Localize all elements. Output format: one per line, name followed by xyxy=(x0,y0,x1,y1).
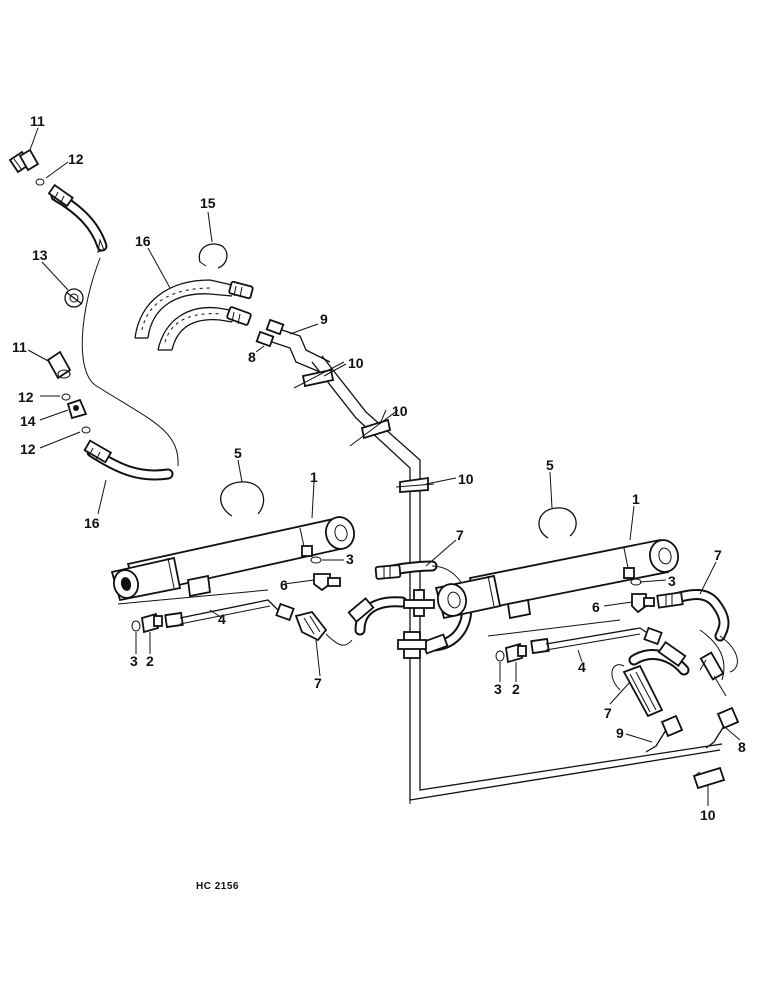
hose-16-upper xyxy=(134,279,254,351)
callout-9: 9 xyxy=(320,311,328,327)
figure-reference: HC 2156 xyxy=(196,881,239,892)
callout-4: 4 xyxy=(578,659,586,675)
callout-3: 3 xyxy=(494,681,502,697)
hose-7-right-lower xyxy=(611,664,664,718)
o-ring-3-left-lower xyxy=(131,620,141,632)
connector-2-left xyxy=(140,612,163,634)
callout-1: 1 xyxy=(632,491,640,507)
callout-16: 16 xyxy=(135,233,151,249)
callout-10: 10 xyxy=(458,471,474,487)
o-ring-12-top xyxy=(35,178,45,186)
callout-labels: 11 12 15 16 13 9 8 10 11 12 14 12 10 10 … xyxy=(12,113,746,823)
hose-16-lower xyxy=(83,439,174,481)
mount-plate-right xyxy=(487,619,621,637)
fitting-14 xyxy=(66,398,88,420)
hydraulic-cylinder-1-left xyxy=(110,516,355,602)
snap-ring-5-right xyxy=(538,507,577,539)
o-ring-3-left-upper xyxy=(310,556,322,564)
callout-7: 7 xyxy=(314,675,322,691)
callout-13: 13 xyxy=(32,247,48,263)
o-ring-3-right-lower xyxy=(495,650,505,662)
callout-8: 8 xyxy=(738,739,746,755)
tube-fittings-8-9-upper xyxy=(255,318,331,373)
callout-5: 5 xyxy=(234,445,242,461)
callout-11: 11 xyxy=(12,339,27,355)
callout-10: 10 xyxy=(700,807,716,823)
hose-top-left xyxy=(47,183,108,253)
steel-line-main xyxy=(293,355,723,806)
tube-fitting-8-right xyxy=(705,706,740,749)
callout-12: 12 xyxy=(68,151,84,167)
callout-12: 12 xyxy=(18,389,34,405)
mount-plate-left xyxy=(117,589,269,605)
hose-7-right-upper xyxy=(656,589,738,681)
callout-10: 10 xyxy=(392,403,408,419)
callout-9: 9 xyxy=(616,725,624,741)
elbow-6-left xyxy=(313,573,341,592)
tube-fitting-9-right xyxy=(645,714,684,753)
callout-6: 6 xyxy=(592,599,600,615)
o-ring-3-right-upper xyxy=(630,578,642,586)
fitting-11-middle xyxy=(46,350,72,380)
callout-6: 6 xyxy=(280,577,288,593)
fitting-11-top xyxy=(8,148,40,174)
callout-1: 1 xyxy=(310,469,318,485)
clamp-15 xyxy=(198,243,228,269)
callout-7: 7 xyxy=(604,705,612,721)
hydraulic-cylinder-1-right xyxy=(434,538,679,620)
hose-7-center xyxy=(374,560,463,585)
callout-16: 16 xyxy=(84,515,100,531)
callout-2: 2 xyxy=(512,681,520,697)
hose-7-left-lower xyxy=(294,610,353,646)
o-ring-12-middle-b xyxy=(81,426,91,434)
callout-11: 11 xyxy=(30,113,45,129)
callout-2: 2 xyxy=(146,653,154,669)
callout-7: 7 xyxy=(456,527,464,543)
leader-lines xyxy=(27,127,741,806)
callout-15: 15 xyxy=(200,195,216,211)
callout-3: 3 xyxy=(130,653,138,669)
tube-4-left xyxy=(164,599,295,629)
hose-leader-left xyxy=(81,257,179,467)
connector-2-right xyxy=(504,642,527,664)
callout-5: 5 xyxy=(546,457,554,473)
clip-13 xyxy=(64,288,84,308)
callout-4: 4 xyxy=(218,611,226,627)
callout-7: 7 xyxy=(714,547,722,563)
callout-10: 10 xyxy=(348,355,364,371)
o-ring-12-middle-a xyxy=(61,393,71,401)
callout-14: 14 xyxy=(20,413,36,429)
snap-ring-5-left xyxy=(220,481,265,517)
callout-3: 3 xyxy=(346,551,354,567)
elbow-6-right xyxy=(631,593,655,614)
callout-3: 3 xyxy=(668,573,676,589)
hose-center-loop xyxy=(347,589,473,686)
callout-12: 12 xyxy=(20,441,36,457)
hose-right-loop xyxy=(628,640,727,697)
callout-8: 8 xyxy=(248,349,256,365)
tube-4-right xyxy=(530,626,663,655)
clamp-10-right xyxy=(692,766,726,790)
